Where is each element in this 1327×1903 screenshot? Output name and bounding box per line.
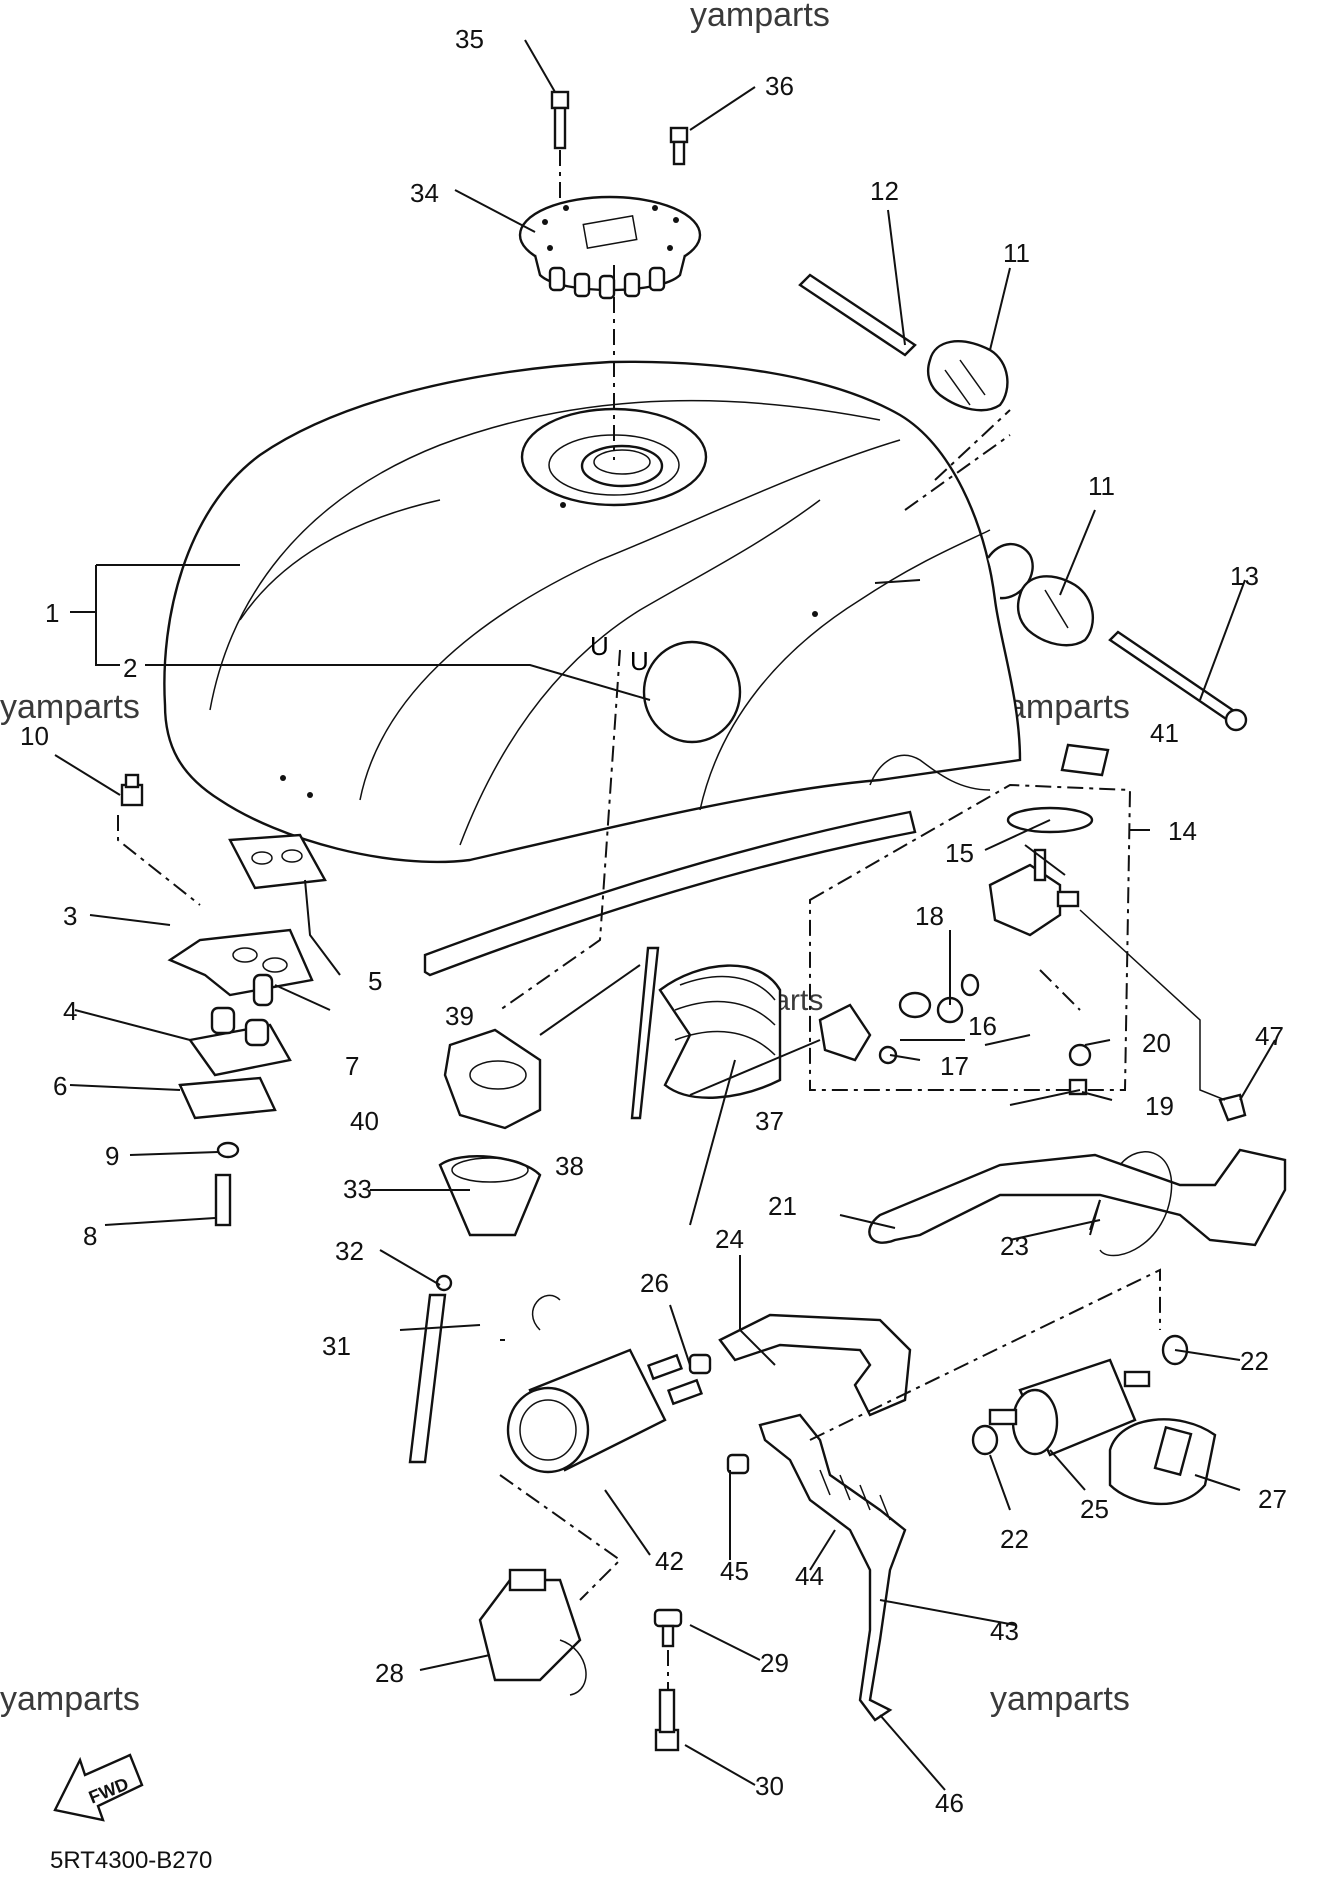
callout-31: 31 xyxy=(322,1331,351,1361)
callout-30: 30 xyxy=(755,1771,784,1801)
forward-arrow-icon: FWD xyxy=(53,1753,144,1822)
tank-mark-u2: U xyxy=(630,646,649,676)
callout-35: 35 xyxy=(455,24,484,54)
callout-20: 20 xyxy=(1142,1028,1171,1058)
watermark-right-bottom: yamparts xyxy=(990,1680,1130,1718)
callout-38: 38 xyxy=(555,1151,584,1181)
leader-lines-2 xyxy=(419,39,1276,1791)
tank-mark-u1: U xyxy=(590,631,609,661)
fuel-tank-body: U U xyxy=(163,360,1034,977)
callout-16: 16 xyxy=(968,1011,997,1041)
drawing-code: 5RT4300-B270 xyxy=(50,1847,212,1874)
callout-6: 6 xyxy=(53,1071,67,1101)
watermark-top: yamparts xyxy=(690,0,830,34)
callout-numbers: 1 2 3 4 5 6 7 8 9 10 11 11 12 13 14 15 1… xyxy=(20,24,1287,1818)
callout-41: 41 xyxy=(1150,718,1179,748)
callout-12: 12 xyxy=(870,176,899,206)
callout-10: 10 xyxy=(20,721,49,751)
callout-17: 17 xyxy=(940,1051,969,1081)
callout-23: 23 xyxy=(1000,1231,1029,1261)
fuel-cock-assembly xyxy=(809,743,1247,1122)
callout-14: 14 xyxy=(1168,816,1197,846)
callout-22-right: 22 xyxy=(1240,1346,1269,1376)
tank-front-mounts xyxy=(798,273,1248,732)
callout-42: 42 xyxy=(655,1546,684,1576)
callout-7: 7 xyxy=(345,1051,359,1081)
callout-33: 33 xyxy=(343,1174,372,1204)
fuel-hoses xyxy=(718,1148,1287,1722)
callout-11-upper: 11 xyxy=(1003,238,1030,268)
callout-37: 37 xyxy=(755,1106,784,1136)
callout-47: 47 xyxy=(1255,1021,1284,1051)
callout-28: 28 xyxy=(375,1658,404,1688)
callout-43: 43 xyxy=(990,1616,1019,1646)
callout-3: 3 xyxy=(63,901,77,931)
callout-9: 9 xyxy=(105,1141,119,1171)
callout-29: 29 xyxy=(760,1648,789,1678)
callout-26: 26 xyxy=(640,1268,669,1298)
callout-19: 19 xyxy=(1145,1091,1174,1121)
callout-24: 24 xyxy=(715,1224,744,1254)
callout-22-lower: 22 xyxy=(1000,1524,1029,1554)
callout-15: 15 xyxy=(945,838,974,868)
callout-46: 46 xyxy=(935,1788,964,1818)
callout-27: 27 xyxy=(1258,1484,1287,1514)
callout-34: 34 xyxy=(410,178,439,208)
callout-40: 40 xyxy=(350,1106,379,1136)
rear-mounting-parts xyxy=(117,773,327,1227)
callout-4: 4 xyxy=(63,996,77,1026)
callout-36: 36 xyxy=(765,71,794,101)
callout-32: 32 xyxy=(335,1236,364,1266)
callout-1: 1 xyxy=(45,598,59,628)
callout-5: 5 xyxy=(368,966,382,996)
watermark-left-middle: yamparts xyxy=(0,688,140,726)
callout-39: 39 xyxy=(445,1001,474,1031)
callout-45: 45 xyxy=(720,1556,749,1586)
fuel-cap-assembly xyxy=(518,90,702,460)
callout-13: 13 xyxy=(1230,561,1259,591)
callout-18: 18 xyxy=(915,901,944,931)
callout-11-lower: 11 xyxy=(1088,471,1115,501)
callout-21: 21 xyxy=(768,1191,797,1221)
callout-8: 8 xyxy=(83,1221,97,1251)
fuel-pump-and-filter xyxy=(478,1268,1217,1752)
callout-25: 25 xyxy=(1080,1494,1109,1524)
watermark-left-bottom: yamparts xyxy=(0,1680,140,1718)
leader-lines xyxy=(54,209,1246,1341)
callout-44: 44 xyxy=(795,1561,824,1591)
breather-drain-parts xyxy=(408,649,782,1464)
callout-2: 2 xyxy=(123,653,137,683)
